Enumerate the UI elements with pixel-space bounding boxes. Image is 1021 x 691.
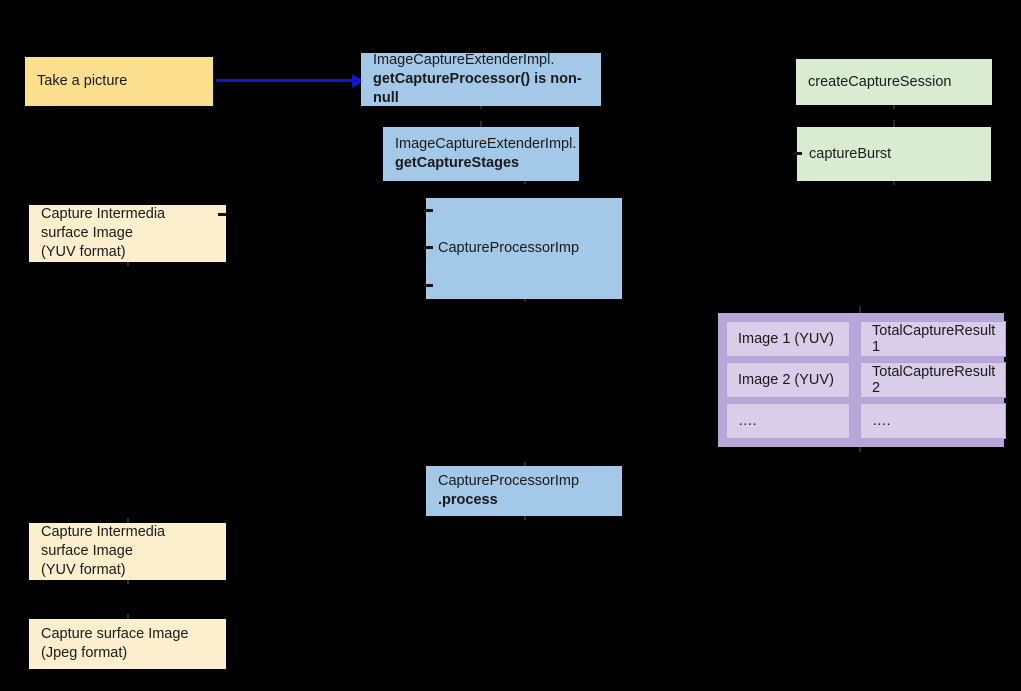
- connector-stub-capture-burst-top: [893, 120, 895, 127]
- connector-stub-capture-stages-top: [480, 121, 482, 127]
- node-capture-burst-label: captureBurst: [809, 145, 892, 162]
- connector-stub-capture-processor-imp-bottom: [524, 299, 526, 302]
- connector-tick-intermedia-top-right: [218, 213, 227, 216]
- node-create-capture-session[interactable]: createCaptureSession: [796, 59, 992, 105]
- connector-stub-intermedia-top-bottom: [127, 262, 129, 266]
- node-capture-intermedia-bottom-line2: surface Image: [41, 543, 133, 559]
- connector-stub-process-bottom: [524, 516, 526, 520]
- node-capture-intermedia-top-line2: surface Image: [41, 225, 133, 241]
- connector-tick-capture-processor-imp-left-2: [424, 246, 433, 249]
- node-capture-intermedia-bottom-line3: (YUV format): [41, 562, 126, 578]
- connector-stub-intermedia-bottom-top: [127, 518, 129, 523]
- connector-tick-capture-burst-left: [793, 152, 802, 155]
- node-capture-processor-imp-process-line1: CaptureProcessorImp: [438, 473, 580, 489]
- node-get-capture-processor[interactable]: ImageCaptureExtenderImpl. getCaptureProc…: [361, 52, 601, 106]
- arrow-take-picture-to-capture-processor-line: [216, 79, 354, 82]
- connector-tick-capture-processor-imp-left-1: [424, 209, 433, 212]
- node-get-capture-stages-line1: ImageCaptureExtenderImpl.: [395, 136, 577, 152]
- connector-stub-jpeg-top: [127, 614, 129, 619]
- table-cell-image-2[interactable]: Image 2 (YUV): [726, 362, 850, 398]
- node-capture-intermedia-top-line3: (YUV format): [41, 244, 126, 260]
- results-table-images-column: Image 1 (YUV) Image 2 (YUV) ….: [726, 321, 850, 439]
- node-get-capture-stages[interactable]: ImageCaptureExtenderImpl. getCaptureStag…: [383, 127, 579, 181]
- connector-stub-results-table-bottom: [859, 447, 861, 452]
- connector-tick-capture-processor-imp-left-3: [424, 284, 433, 287]
- connector-stub-capture-processor-bottom: [480, 106, 482, 109]
- connector-stub-capture-stages-bottom: [524, 181, 526, 184]
- table-cell-totalcaptureresult-2[interactable]: TotalCaptureResult 2: [860, 362, 1006, 398]
- connector-stub-intermedia-bottom-bottom: [127, 580, 129, 584]
- node-capture-intermedia-top-line1: Capture Intermedia: [41, 206, 166, 222]
- node-get-capture-processor-line1: ImageCaptureExtenderImpl.: [373, 52, 555, 68]
- table-cell-image-more[interactable]: ….: [726, 403, 850, 439]
- node-capture-surface-jpeg-line1: Capture surface Image: [41, 626, 189, 642]
- node-capture-processor-imp-process[interactable]: CaptureProcessorImp .process: [426, 466, 622, 516]
- node-capture-intermedia-bottom-line1: Capture Intermedia: [41, 524, 166, 540]
- node-capture-processor-imp[interactable]: CaptureProcessorImp: [426, 198, 622, 299]
- node-get-capture-stages-line2: getCaptureStages: [395, 155, 520, 171]
- node-capture-processor-imp-process-line2: .process: [438, 492, 498, 508]
- node-create-capture-session-label: createCaptureSession: [808, 73, 952, 90]
- node-take-a-picture-label: Take a picture: [37, 73, 128, 89]
- results-table-results-column: TotalCaptureResult 1 TotalCaptureResult …: [860, 321, 1006, 439]
- connector-stub-capture-burst-bottom: [893, 181, 895, 185]
- node-capture-intermedia-surface-image-bottom[interactable]: Capture Intermedia surface Image (YUV fo…: [29, 523, 226, 580]
- connector-stub-results-table-top: [859, 306, 861, 313]
- node-capture-processor-imp-label: CaptureProcessorImp: [438, 240, 580, 256]
- node-capture-burst[interactable]: captureBurst: [797, 127, 991, 181]
- node-take-a-picture[interactable]: Take a picture: [25, 57, 213, 106]
- table-cell-totalcaptureresult-more[interactable]: ….: [860, 403, 1006, 439]
- node-get-capture-processor-line2: getCaptureProcessor() is non-null: [373, 71, 582, 106]
- node-capture-surface-image-jpeg[interactable]: Capture surface Image (Jpeg format): [29, 619, 226, 669]
- node-capture-intermedia-surface-image-top[interactable]: Capture Intermedia surface Image (YUV fo…: [29, 205, 226, 262]
- results-table-container: Image 1 (YUV) Image 2 (YUV) …. TotalCapt…: [718, 313, 1006, 447]
- connector-stub-create-capture-session-bottom: [893, 105, 895, 109]
- connector-stub-process-top: [524, 462, 526, 466]
- table-cell-totalcaptureresult-1[interactable]: TotalCaptureResult 1: [860, 321, 1006, 357]
- table-cell-image-1[interactable]: Image 1 (YUV): [726, 321, 850, 357]
- node-capture-surface-jpeg-line2: (Jpeg format): [41, 645, 128, 661]
